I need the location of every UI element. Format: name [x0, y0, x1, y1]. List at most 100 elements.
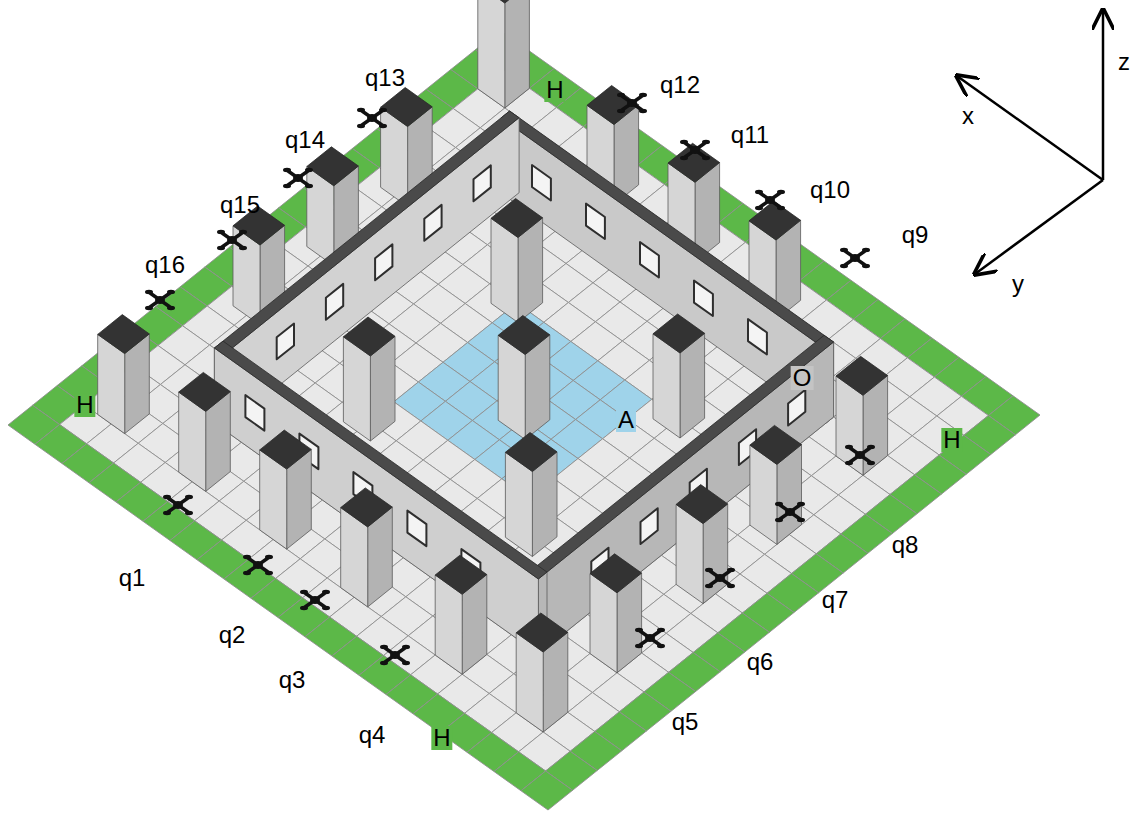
label-drone: q11: [729, 123, 771, 147]
quadrotor-arms: [385, 648, 405, 662]
quadrotor-icon: [357, 108, 387, 128]
quadrotor-arms: [850, 448, 870, 462]
wall-side: [214, 348, 538, 654]
label-drone: q3: [277, 668, 308, 692]
quadrotor-icon: [775, 502, 805, 522]
pillar-top: [516, 613, 568, 652]
quadrotor-rotor: [727, 584, 735, 588]
quadrotor-rotor: [797, 502, 805, 506]
quadrotor-rotor: [217, 230, 225, 234]
axis-name: x: [960, 104, 976, 128]
quadrotor-rotor: [239, 246, 247, 250]
quadrotor-icon: [617, 93, 647, 113]
pillar-top: [676, 485, 728, 524]
origin-mark: O: [791, 366, 814, 390]
quadrotor-arms: [780, 505, 800, 519]
quadrotor-rotor: [283, 168, 291, 172]
quadrotor-rotor: [680, 140, 688, 144]
quadrotor-rotor: [657, 644, 665, 648]
axis-name: z: [1116, 50, 1132, 74]
wall-window: [694, 281, 713, 316]
quadrotor-icon: [283, 168, 313, 188]
quadrotor-body: [293, 174, 303, 182]
landing-zone-mark: H: [74, 393, 95, 417]
pillar-top: [260, 430, 312, 469]
pillar-top: [341, 488, 393, 527]
pillar-top: [307, 147, 359, 186]
pillar-top: [749, 201, 801, 240]
quadrotor-rotor: [402, 645, 410, 649]
pillar-top: [750, 425, 802, 464]
quadrotor-rotor: [840, 264, 848, 268]
quadrotor-arms: [248, 558, 268, 572]
wall-window: [277, 324, 294, 360]
quadrotor-rotor: [845, 461, 853, 465]
x-axis: [957, 76, 1103, 180]
wall-window: [407, 511, 426, 546]
quadrotor-rotor: [705, 568, 713, 572]
quadrotor-arms: [622, 96, 642, 110]
quadrotor-rotor: [639, 93, 647, 97]
quadrotor-icon: [217, 230, 247, 250]
quadrotor-icon: [840, 248, 870, 268]
label-drone: q12: [658, 73, 702, 97]
quadrotor-rotor: [300, 606, 308, 610]
quadrotor-rotor: [867, 445, 875, 449]
quadrotor-arms: [362, 111, 382, 125]
quadrotor-body: [690, 146, 700, 154]
quadrotor-rotor: [357, 108, 365, 112]
quadrotor-rotor: [167, 290, 175, 294]
quadrotor-rotor: [635, 644, 643, 648]
quadrotor-arms: [305, 593, 325, 607]
quadrotor-rotor: [300, 590, 308, 594]
label-drone: q7: [820, 588, 851, 612]
quadrotor-body: [227, 236, 237, 244]
quadrotor-rotor: [283, 184, 291, 188]
quadrotor-icon: [755, 190, 785, 210]
quadrotor-arms: [288, 171, 308, 185]
label-drone: q8: [890, 533, 921, 557]
wall-side: [538, 342, 833, 654]
quadrotor-rotor: [145, 306, 153, 310]
quadrotor-rotor: [680, 156, 688, 160]
quadrotor-rotor: [305, 184, 313, 188]
quadrotor-rotor: [185, 511, 193, 515]
quadrotor-rotor: [167, 306, 175, 310]
landing-zone-mark: H: [544, 78, 565, 102]
quadrotor-body: [310, 596, 320, 604]
quadrotor-body: [627, 99, 637, 107]
wall-window: [245, 395, 264, 431]
pillar-top: [343, 317, 395, 356]
quadrotor-rotor: [657, 628, 665, 632]
quadrotor-arms: [150, 293, 170, 307]
quadrotor-rotor: [797, 518, 805, 522]
quadrotor-arms: [845, 251, 865, 265]
quadrotor-rotor: [243, 571, 251, 575]
label-drone: q9: [900, 223, 931, 247]
quadrotor-body: [645, 634, 655, 642]
quadrotor-body: [715, 574, 725, 582]
wall-window: [326, 284, 343, 320]
label-drone: q16: [143, 253, 187, 277]
quadrotor-rotor: [145, 290, 153, 294]
quadrotor-body: [367, 114, 377, 122]
quadrotor-body: [785, 508, 795, 516]
quadrotor-rotor: [163, 495, 171, 499]
quadrotor-rotor: [265, 571, 273, 575]
quadrotor-rotor: [727, 568, 735, 572]
wall-window: [424, 205, 441, 241]
label-drone: q14: [283, 128, 327, 152]
pillar-top: [98, 315, 150, 354]
quadrotor-rotor: [867, 461, 875, 465]
axis-triad: [957, 10, 1103, 274]
quadrotor-icon: [635, 628, 665, 648]
quadrotor-rotor: [217, 246, 225, 250]
quadrotor-rotor: [379, 108, 387, 112]
pillar-top: [381, 88, 433, 127]
quadrotor-rotor: [705, 584, 713, 588]
quadrotor-rotor: [402, 661, 410, 665]
quadrotor-rotor: [185, 495, 193, 499]
quadrotor-arms: [168, 498, 188, 512]
quadrotor-body: [765, 196, 775, 204]
